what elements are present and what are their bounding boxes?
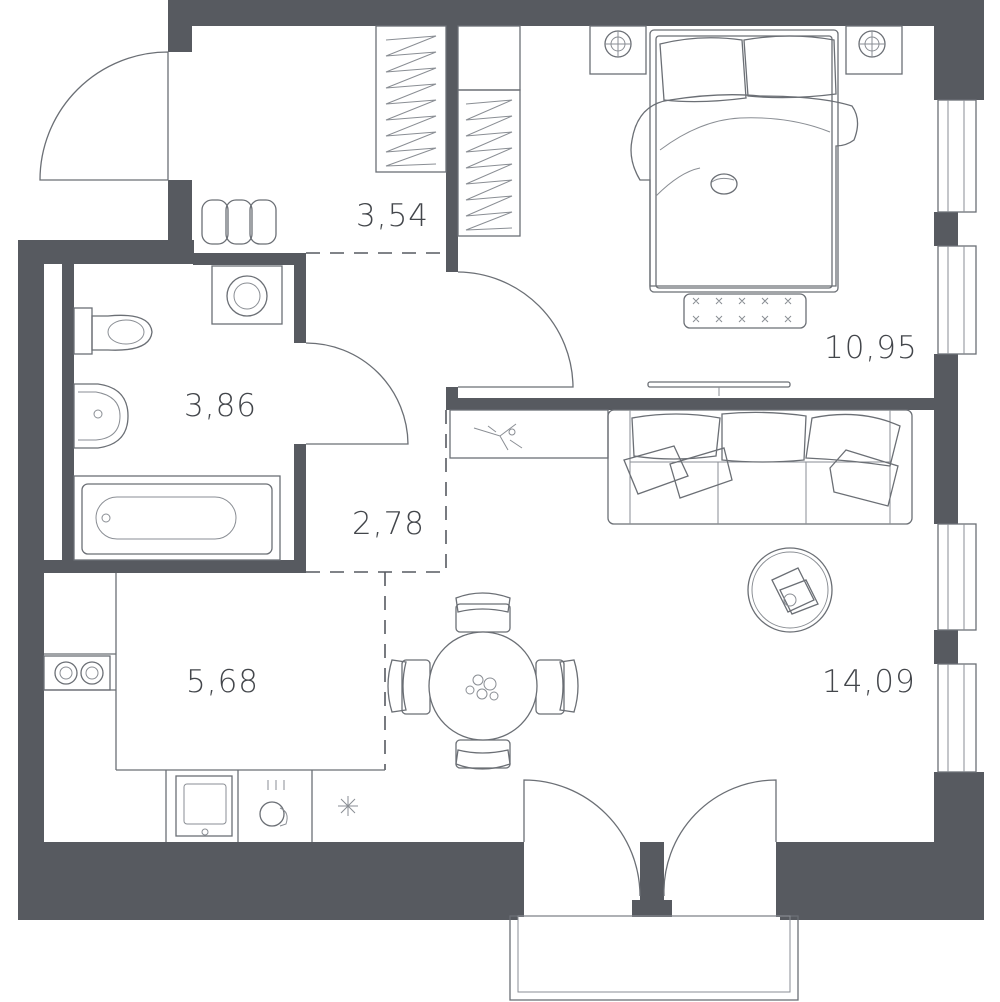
washing-machine-icon [211, 265, 283, 325]
hall-area-label: 3,54 [356, 198, 429, 234]
walls [18, 0, 984, 920]
window-icon [937, 99, 977, 773]
corridor-area-label: 2,78 [352, 506, 425, 542]
zone-dividers [306, 252, 447, 770]
bathroom-area-label: 3,86 [184, 388, 257, 424]
sofa-icon [607, 409, 913, 525]
bedroom-area-label: 10,95 [824, 330, 918, 366]
washbasin-icon [73, 383, 129, 449]
tv-console-icon [449, 409, 609, 459]
bed-icon [630, 29, 859, 293]
stove-icon [43, 655, 111, 691]
coffee-table-icon [747, 547, 833, 633]
dishwasher-icon [259, 780, 288, 827]
door-swing-icon [39, 51, 574, 445]
kitchen-counter [44, 573, 385, 842]
wardrobe-icon [375, 25, 521, 237]
tv-icon [647, 381, 791, 396]
fridge-icon [338, 796, 358, 816]
nightstand-lamp-icon [589, 25, 903, 75]
dining-table-icon [387, 592, 579, 770]
kitchen-area-label: 5,68 [186, 664, 259, 700]
living-area-label: 14,09 [822, 664, 916, 700]
bench-icon [201, 199, 277, 245]
toilet-icon [73, 307, 153, 355]
sink-icon [175, 775, 233, 837]
bathtub-icon [73, 475, 281, 561]
balcony-icon [509, 779, 799, 1001]
rug-icon [683, 293, 807, 329]
